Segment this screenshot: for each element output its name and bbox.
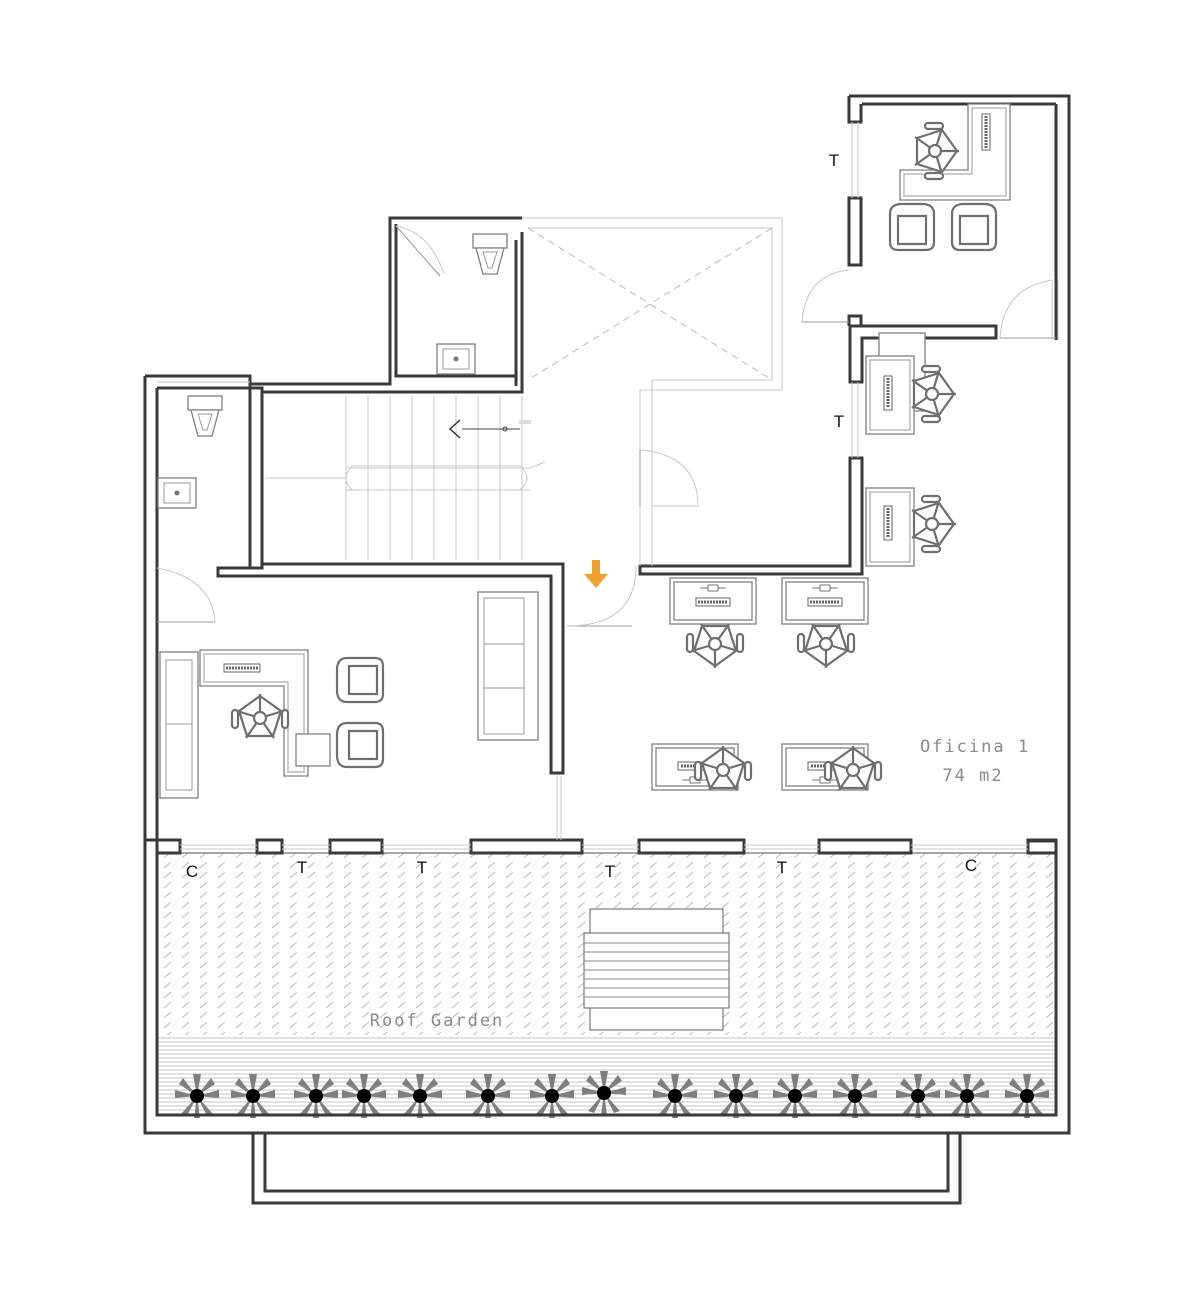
marker-c: C <box>186 862 198 881</box>
marker-t: T <box>829 151 839 170</box>
desk-icon <box>668 576 758 626</box>
bathroom-left <box>157 395 223 509</box>
sink-icon <box>436 343 476 375</box>
center-workstations-top <box>668 576 870 670</box>
toilet-icon <box>472 233 508 275</box>
marker-t: T <box>834 412 844 431</box>
armchair-icon <box>888 202 936 252</box>
office-area-label: 74 m2 <box>942 766 1003 786</box>
office-name-label: Oficina 1 <box>920 737 1030 757</box>
right-workstations <box>865 332 958 567</box>
door-swing-icon <box>566 565 637 627</box>
outer-walls <box>143 94 1071 1205</box>
door-swing-icon <box>801 269 850 323</box>
void-opening <box>522 217 783 566</box>
office-chair-icon <box>230 692 290 740</box>
marker-t: T <box>777 858 787 877</box>
garden-steps <box>583 908 730 1031</box>
armchair-icon <box>335 656 385 704</box>
stair-well <box>265 396 549 560</box>
toilet-icon <box>187 395 223 437</box>
center-workstations-bottom <box>650 742 883 792</box>
side-windows <box>157 122 1059 840</box>
marker-t: T <box>417 858 427 877</box>
door-swing-icon <box>639 449 699 507</box>
private-office <box>888 103 1011 252</box>
marker-c: C <box>965 856 977 875</box>
front-window-wall <box>155 838 1058 855</box>
doors <box>156 225 1056 627</box>
office-chair-icon <box>685 622 745 670</box>
office-chair-icon <box>796 622 856 670</box>
bathroom-upper <box>436 233 508 375</box>
door-swing-icon <box>395 225 445 277</box>
sofa-icon <box>477 591 539 741</box>
office-chair-icon <box>910 494 958 554</box>
armchair-icon <box>950 202 998 252</box>
entry-arrow-icon <box>584 560 608 588</box>
marker-t: T <box>297 858 307 877</box>
sink-icon <box>157 477 197 509</box>
roof-garden-label: Roof Garden <box>370 1011 505 1031</box>
stair-direction-icon <box>448 419 461 439</box>
desk-icon <box>780 576 870 626</box>
left-office <box>159 591 539 799</box>
marker-t: T <box>605 862 615 881</box>
door-swing-icon <box>999 279 1056 339</box>
armchair-icon <box>335 721 385 769</box>
door-swing-icon <box>156 567 216 623</box>
